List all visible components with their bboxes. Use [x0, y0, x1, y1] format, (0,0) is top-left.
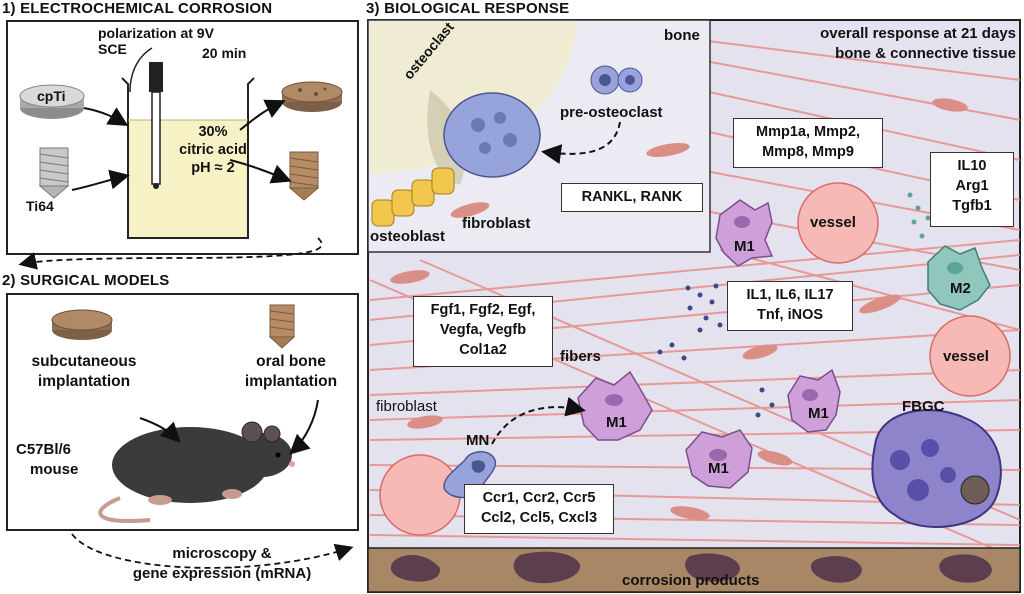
fgf-box: Fgf1, Fgf2, Egf, Vegfa, Vegfb Col1a2	[413, 296, 553, 367]
ti64-screw-icon	[38, 147, 70, 199]
oral-line2: implantation	[244, 373, 338, 390]
m1-top-label: M1	[734, 238, 755, 255]
osteoblast-cells	[371, 167, 455, 227]
rankl-box: RANKL, RANK	[561, 183, 703, 212]
ccr-box: Ccr1, Ccr2, Ccr5 Ccl2, Ccl5, Cxcl3	[464, 484, 614, 534]
corroded-screw-icon	[288, 151, 320, 201]
pre-osteoclast-label: pre-osteoclast	[560, 104, 663, 121]
ti64-label: Ti64	[26, 198, 54, 214]
analysis-label: microscopy & gene expression (mRNA)	[92, 544, 352, 584]
m1-cell-top	[715, 199, 774, 267]
overall-line1: overall response at 21 days	[820, 25, 1016, 42]
fgf-line3: Col1a2	[459, 342, 507, 358]
cpti-label: cpTi	[37, 88, 66, 104]
corrosion-label: corrosion products	[622, 572, 760, 589]
overall-line2: bone & connective tissue	[835, 45, 1016, 62]
mouse-label: C57Bl/6 mouse	[16, 440, 78, 480]
m2-cell	[927, 245, 991, 311]
vessel-right-label: vessel	[943, 348, 989, 365]
vessel-top	[797, 182, 879, 264]
fgf-line2: Vegfa, Vegfb	[439, 322, 527, 338]
implant-disc-icon	[51, 309, 113, 340]
fbgc-cell	[871, 409, 1002, 528]
il10-line2: Arg1	[955, 178, 989, 194]
m1-middle-label: M1	[606, 414, 627, 431]
solution-concentration: 30%	[198, 124, 228, 140]
electrode-icon	[129, 47, 163, 189]
mouse-icon	[98, 421, 295, 523]
fibroblast-bottom-label: fibroblast	[376, 398, 437, 415]
fibers-label: fibers	[560, 348, 601, 365]
subcutaneous-line1: subcutaneous	[31, 353, 137, 370]
mouse-strain: C57Bl/6	[16, 441, 72, 458]
fbgc-label: FBGC	[902, 398, 945, 415]
m2-label: M2	[950, 280, 971, 297]
subcutaneous-label: subcutaneous implantation	[14, 352, 154, 392]
time-label: 20 min	[202, 45, 247, 61]
ccr-line1: Ccr1, Ccr2, Ccr5	[482, 490, 596, 506]
overall-label: overall response at 21 days bone & conne…	[760, 24, 1016, 64]
polarization-label: polarization at 9V	[98, 25, 214, 41]
surgical-panel	[6, 293, 359, 531]
vessel-bottom-left	[379, 454, 461, 536]
pre-osteoclast-cell	[590, 65, 643, 95]
sce-label: SCE	[98, 41, 127, 57]
cpti-disc-icon	[19, 84, 85, 119]
m1-cell-middle	[577, 370, 653, 441]
analysis-line2: gene expression (mRNA)	[132, 565, 312, 582]
section2-title: 2) SURGICAL MODELS	[2, 272, 170, 289]
vessel-right	[929, 315, 1011, 397]
il10-line1: IL10	[957, 158, 987, 174]
vessel-top-label: vessel	[810, 214, 856, 231]
subcutaneous-line2: implantation	[37, 373, 131, 390]
m1-cell-right	[787, 368, 841, 433]
mmp-line1: Mmp1a, Mmp2,	[756, 124, 860, 140]
osteoblast-label: osteoblast	[370, 228, 446, 245]
bone-label: bone	[664, 27, 700, 44]
il10-box: IL10 Arg1 Tgfb1	[930, 152, 1014, 227]
mn-label: MN	[466, 432, 490, 449]
oral-label: oral bone implantation	[230, 352, 352, 392]
section3-title: 3) BIOLOGICAL RESPONSE	[366, 0, 570, 17]
oral-line1: oral bone	[256, 353, 326, 370]
fibroblast-top-label: fibroblast	[462, 215, 531, 232]
solution-label: 30% citric acid pH ≈ 2	[168, 123, 258, 177]
mmp-line2: Mmp8, Mmp9	[762, 144, 854, 160]
mouse-word: mouse	[30, 461, 79, 478]
corroded-disc-icon	[281, 81, 343, 112]
electrochemical-panel	[6, 20, 359, 255]
mmp-box: Mmp1a, Mmp2, Mmp8, Mmp9	[733, 118, 883, 168]
il1-line2: Tnf, iNOS	[756, 307, 824, 323]
implant-screw-icon	[268, 304, 296, 349]
il1-box: IL1, IL6, IL17 Tnf, iNOS	[727, 281, 853, 331]
solution-ph: pH ≈ 2	[191, 160, 235, 176]
ccr-line2: Ccl2, Ccl5, Cxcl3	[480, 510, 598, 526]
solution-acid: citric acid	[179, 142, 247, 158]
il10-line3: Tgfb1	[952, 198, 992, 214]
section1-title: 1) ELECTROCHEMICAL CORROSION	[2, 0, 273, 17]
m1-right-label: M1	[808, 405, 829, 422]
fgf-line1: Fgf1, Fgf2, Egf,	[430, 302, 536, 318]
m1-bottom-label: M1	[708, 460, 729, 477]
osteoclast-cell	[443, 92, 541, 178]
il1-line1: IL1, IL6, IL17	[746, 287, 834, 303]
beaker-icon	[121, 77, 255, 239]
analysis-line1: microscopy &	[172, 545, 272, 562]
